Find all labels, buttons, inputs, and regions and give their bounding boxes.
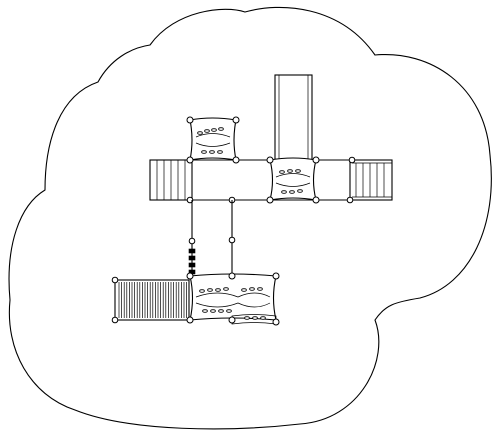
center-deck [266,156,320,204]
lower-deck [186,272,280,326]
upper-left-deck [186,116,240,164]
right-ladder [349,159,393,201]
tube-crawler [111,276,190,324]
chain-ladder [188,237,196,275]
walkway-post [346,196,354,204]
left-stair [149,159,193,201]
safety-surfacing-boundary [8,6,492,430]
walkway-lower [191,200,236,275]
slide [274,74,313,161]
walkway-post [186,196,194,204]
walkway-post [348,156,356,164]
